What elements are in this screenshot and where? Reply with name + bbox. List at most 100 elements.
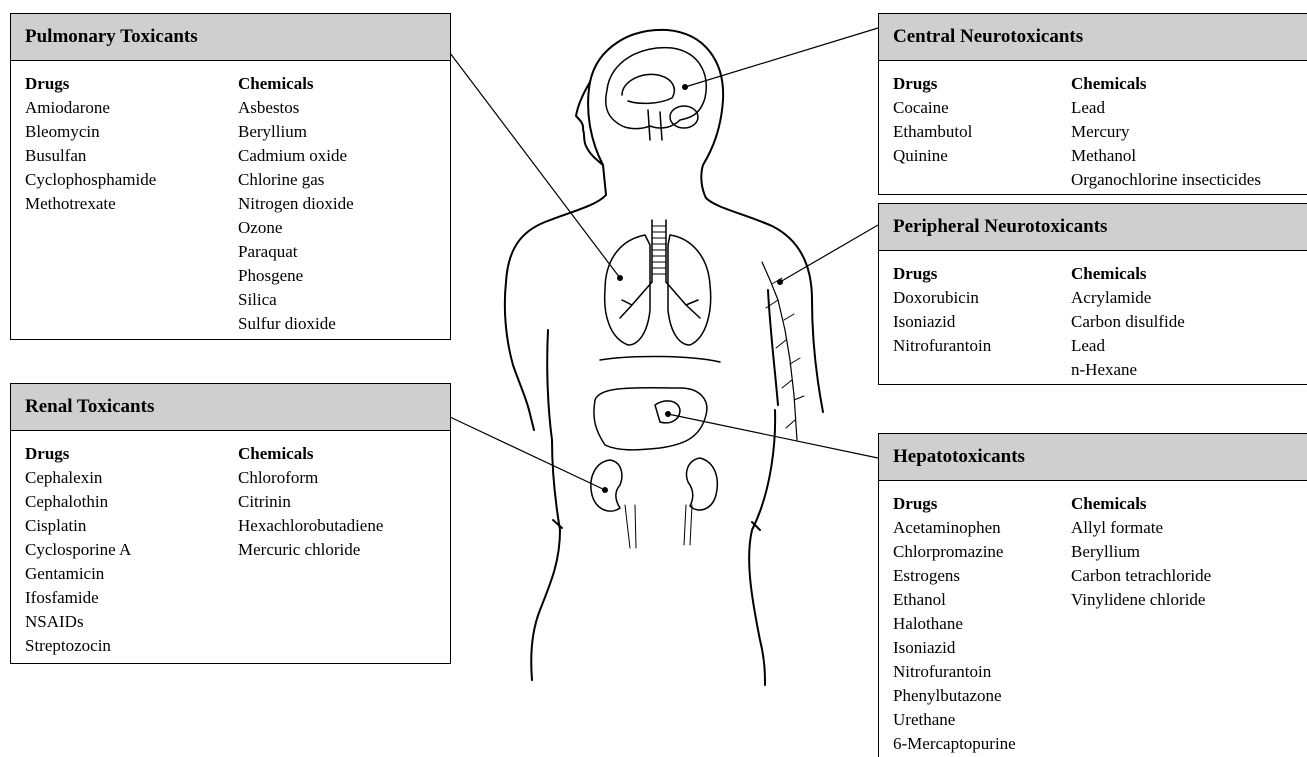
peripheral-drug-item: Doxorubicin	[893, 286, 991, 310]
renal-toxicants-panel: Renal Toxicants Drugs Cephalexin Cephalo…	[10, 383, 451, 664]
brainstem	[648, 110, 662, 140]
renal-drug-item: Cisplatin	[25, 514, 131, 538]
hepato-drug-item: Urethane	[893, 708, 1016, 732]
pulmonary-drugs-column: Drugs Amiodarone Bleomycin Busulfan Cycl…	[25, 72, 156, 216]
peripheral-chemical-item: Lead	[1071, 334, 1185, 358]
hepato-drug-item: Estrogens	[893, 564, 1016, 588]
hepato-drug-item: Acetaminophen	[893, 516, 1016, 540]
waist-line-left	[553, 520, 562, 528]
pulmonary-drug-item: Bleomycin	[25, 120, 156, 144]
peripheral-drug-item: Nitrofurantoin	[893, 334, 991, 358]
hepato-chemical-item: Allyl formate	[1071, 516, 1211, 540]
hepato-chemicals-column: Chemicals Allyl formate Beryllium Carbon…	[1071, 492, 1211, 612]
hepato-chemicals-header: Chemicals	[1071, 492, 1211, 516]
hepato-drugs-column: Drugs Acetaminophen Chlorpromazine Estro…	[893, 492, 1016, 756]
pulmonary-chemical-item: Beryllium	[238, 120, 354, 144]
peripheral-chemical-item: Acrylamide	[1071, 286, 1185, 310]
nerve-branches	[766, 278, 804, 428]
pulmonary-chemicals-header: Chemicals	[238, 72, 354, 96]
trachea-rings	[652, 226, 666, 274]
hepato-drug-item: Nitrofurantoin	[893, 660, 1016, 684]
right-kidney	[687, 458, 718, 510]
renal-chemicals-column: Chemicals Chloroform Citrinin Hexachloro…	[238, 442, 383, 562]
hepatotoxicants-panel: Hepatotoxicants Drugs Acetaminophen Chlo…	[878, 433, 1307, 757]
central-chemical-item: Lead	[1071, 96, 1261, 120]
central-chemicals-header: Chemicals	[1071, 72, 1261, 96]
hepato-drug-item: Phenylbutazone	[893, 684, 1016, 708]
pointer-dot-peripheral	[777, 279, 783, 285]
renal-drugs-header: Drugs	[25, 442, 131, 466]
central-drug-item: Ethambutol	[893, 120, 972, 144]
central-drugs-header: Drugs	[893, 72, 972, 96]
central-panel-title: Central Neurotoxicants	[879, 14, 1307, 61]
pointer-dot-pulmonary	[617, 275, 623, 281]
renal-chemical-item: Citrinin	[238, 490, 383, 514]
central-chemical-item: Mercury	[1071, 120, 1261, 144]
pulmonary-chemical-item: Phosgene	[238, 264, 354, 288]
renal-chemical-item: Mercuric chloride	[238, 538, 383, 562]
pointer-pulmonary	[450, 53, 620, 278]
renal-drug-item: Ifosfamide	[25, 586, 131, 610]
hepato-drugs-header: Drugs	[893, 492, 1016, 516]
pulmonary-chemicals-column: Chemicals Asbestos Beryllium Cadmium oxi…	[238, 72, 354, 336]
hepato-chemical-item: Beryllium	[1071, 540, 1211, 564]
pulmonary-drug-item: Busulfan	[25, 144, 156, 168]
renal-chemicals-header: Chemicals	[238, 442, 383, 466]
central-drug-item: Cocaine	[893, 96, 972, 120]
brain-inner	[622, 74, 674, 103]
pulmonary-chemical-item: Ozone	[238, 216, 354, 240]
waist-left	[531, 440, 560, 680]
hepato-drug-item: Chlorpromazine	[893, 540, 1016, 564]
renal-drug-item: NSAIDs	[25, 610, 131, 634]
pulmonary-drug-item: Cyclophosphamide	[25, 168, 156, 192]
pulmonary-drug-item: Amiodarone	[25, 96, 156, 120]
waist-right	[749, 410, 775, 685]
renal-drug-item: Streptozocin	[25, 634, 131, 658]
left-arm-inner	[547, 330, 552, 440]
brain-outline	[606, 48, 707, 129]
trachea	[652, 220, 666, 282]
pulmonary-chemical-item: Paraquat	[238, 240, 354, 264]
pulmonary-chemical-item: Nitrogen dioxide	[238, 192, 354, 216]
central-drugs-column: Drugs Cocaine Ethambutol Quinine	[893, 72, 972, 168]
pointer-dot-hepato	[665, 411, 671, 417]
pulmonary-chemical-item: Chlorine gas	[238, 168, 354, 192]
renal-drug-item: Cephalexin	[25, 466, 131, 490]
pointer-dot-central	[682, 84, 688, 90]
central-drug-item: Quinine	[893, 144, 972, 168]
pulmonary-chemical-item: Cadmium oxide	[238, 144, 354, 168]
pulmonary-chemical-item: Sulfur dioxide	[238, 312, 354, 336]
diaphragm	[600, 356, 720, 362]
renal-chemical-item: Hexachlorobutadiene	[238, 514, 383, 538]
pulmonary-drugs-header: Drugs	[25, 72, 156, 96]
pulmonary-panel-title: Pulmonary Toxicants	[11, 14, 450, 61]
peripheral-chemicals-header: Chemicals	[1071, 262, 1185, 286]
renal-drug-item: Cyclosporine A	[25, 538, 131, 562]
central-neurotoxicants-panel: Central Neurotoxicants Drugs Cocaine Eth…	[878, 13, 1307, 195]
pulmonary-drug-item: Methotrexate	[25, 192, 156, 216]
face-profile	[576, 82, 606, 195]
pulmonary-chemical-item: Silica	[238, 288, 354, 312]
peripheral-chemicals-column: Chemicals Acrylamide Carbon disulfide Le…	[1071, 262, 1185, 382]
hepato-panel-title: Hepatotoxicants	[879, 434, 1307, 481]
pulmonary-toxicants-panel: Pulmonary Toxicants Drugs Amiodarone Ble…	[10, 13, 451, 340]
renal-drug-item: Cephalothin	[25, 490, 131, 514]
central-chemicals-column: Chemicals Lead Mercury Methanol Organoch…	[1071, 72, 1261, 192]
peripheral-drugs-header: Drugs	[893, 262, 991, 286]
peripheral-drug-item: Isoniazid	[893, 310, 991, 334]
renal-drugs-column: Drugs Cephalexin Cephalothin Cisplatin C…	[25, 442, 131, 658]
peripheral-neurotoxicants-panel: Peripheral Neurotoxicants Drugs Doxorubi…	[878, 203, 1307, 385]
pointer-peripheral	[780, 225, 878, 282]
peripheral-panel-title: Peripheral Neurotoxicants	[879, 204, 1307, 251]
hepato-drug-item: 6-Mercaptopurine	[893, 732, 1016, 756]
hepato-chemical-item: Vinylidene chloride	[1071, 588, 1211, 612]
peripheral-nerve	[762, 262, 797, 440]
hepato-drug-item: Halothane	[893, 612, 1016, 636]
peripheral-drugs-column: Drugs Doxorubicin Isoniazid Nitrofuranto…	[893, 262, 991, 358]
hepato-drug-item: Ethanol	[893, 588, 1016, 612]
pointer-dot-renal	[602, 487, 608, 493]
cerebellum	[670, 106, 698, 128]
bronchi	[620, 282, 700, 318]
right-lung	[668, 235, 711, 345]
